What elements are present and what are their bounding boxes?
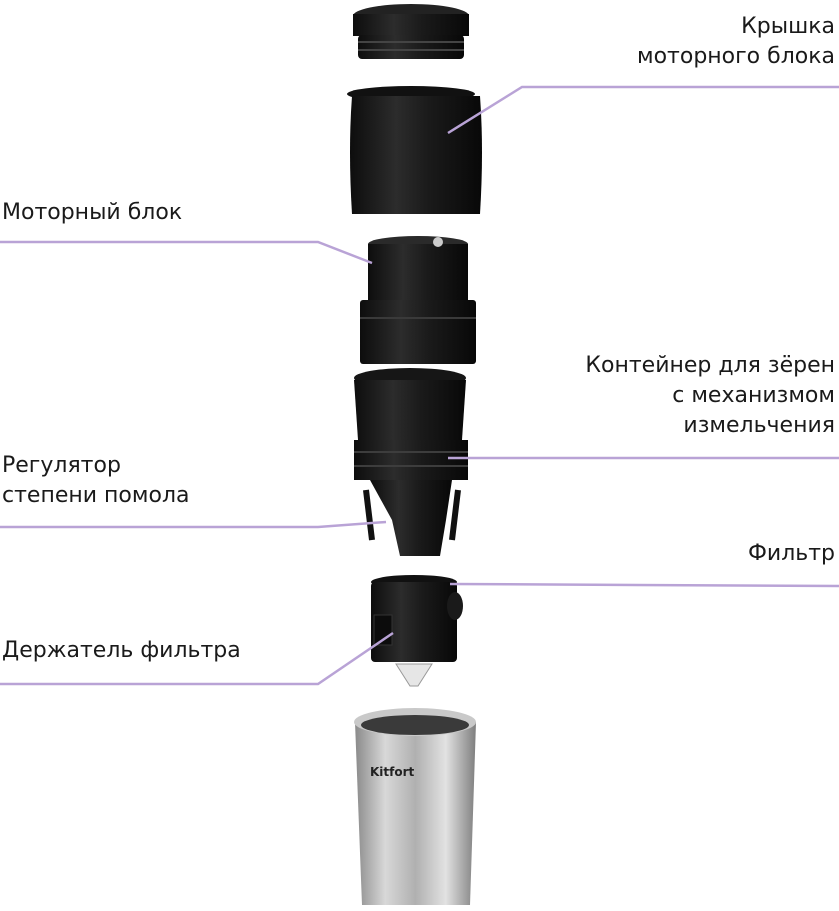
motor-lid-part	[353, 4, 469, 59]
label-line: измельчения	[683, 413, 835, 438]
callout-line-grind-regulator	[0, 520, 387, 529]
label-grind-regulator: Регулятор степени помола	[2, 451, 189, 511]
callout-line-motor-lid	[447, 85, 839, 135]
label-motor-lid: Крышка моторного блока	[637, 12, 835, 72]
label-line: Регулятор	[2, 453, 121, 478]
callout-line-filter-holder	[0, 631, 394, 686]
callout-lines	[0, 85, 839, 686]
motor-block-part	[360, 236, 476, 364]
label-filter-holder: Держатель фильтра	[2, 636, 241, 666]
label-bean-container: Контейнер для зёрен с механизмом измельч…	[585, 351, 835, 441]
label-filter: Фильтр	[748, 539, 835, 569]
label-line: Крышка	[741, 14, 835, 39]
cup-part: Kitfort	[354, 708, 476, 905]
filter-holder-part	[371, 575, 463, 687]
bean-container-part	[354, 368, 468, 556]
motor-sleeve-part	[347, 86, 482, 214]
label-motor-block: Моторный блок	[2, 198, 182, 228]
callout-line-filter	[449, 582, 839, 588]
callout-line-motor-block	[0, 240, 373, 265]
label-line: Контейнер для зёрен	[585, 353, 835, 378]
label-line: степени помола	[2, 483, 190, 508]
label-line: моторного блока	[636, 44, 835, 69]
brand-logo: Kitfort	[370, 765, 415, 779]
label-line: Держатель фильтра	[2, 638, 241, 663]
label-line: с механизмом	[672, 383, 835, 408]
label-line: Фильтр	[747, 541, 835, 566]
label-line: Моторный блок	[2, 200, 183, 225]
